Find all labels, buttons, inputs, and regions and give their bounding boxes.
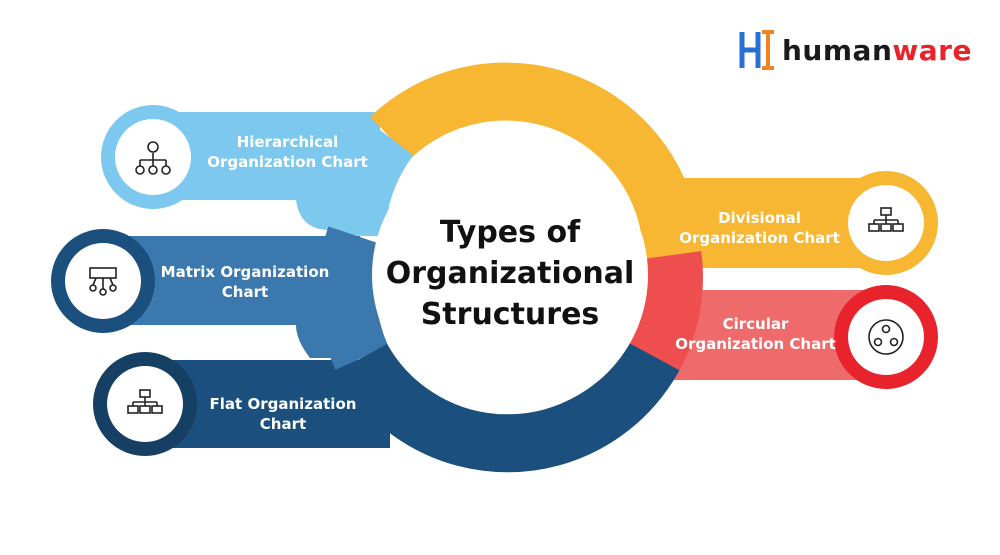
label-hierarchical-line1: Hierarchical bbox=[236, 133, 339, 151]
ring-left-lightblue bbox=[326, 120, 414, 238]
hierarchy-people-icon bbox=[135, 141, 171, 175]
label-flat-line2: Chart bbox=[259, 415, 307, 433]
humanware-logo-text: humanware bbox=[782, 34, 972, 68]
band-hierarchical bbox=[150, 112, 380, 230]
ring-bottom-darkblue bbox=[336, 341, 680, 473]
center-disc bbox=[372, 137, 648, 413]
flat-tree-icon bbox=[127, 389, 163, 414]
label-divisional-line2: Organization Chart bbox=[679, 229, 840, 247]
band-matrix bbox=[100, 236, 360, 358]
division-tree-icon bbox=[868, 207, 904, 232]
label-hierarchical-line2: Organization Chart bbox=[207, 153, 368, 171]
label-matrix-line2: Chart bbox=[221, 283, 269, 301]
logo-text-ware: ware bbox=[892, 34, 972, 67]
label-divisional: Divisional Organization Chart bbox=[672, 208, 847, 248]
band-flat bbox=[145, 360, 390, 448]
matrix-network-icon bbox=[89, 267, 117, 296]
diagram-title: Types of Organizational Structures bbox=[370, 212, 650, 335]
title-line-1: Types of bbox=[439, 215, 581, 250]
logo-text-human: human bbox=[782, 34, 893, 67]
label-circular: Circular Organization Chart bbox=[668, 314, 843, 354]
title-line-3: Structures bbox=[420, 297, 600, 332]
label-flat-line1: Flat Organization bbox=[209, 395, 357, 413]
node-circular bbox=[834, 285, 938, 389]
label-flat: Flat Organization Chart bbox=[198, 394, 368, 434]
circular-people-icon bbox=[868, 319, 904, 355]
label-circular-line1: Circular bbox=[722, 315, 789, 333]
ring-top-yellow bbox=[370, 62, 702, 257]
humanware-logo-icon bbox=[739, 30, 774, 70]
band-divisional bbox=[640, 178, 890, 268]
title-line-2: Organizational bbox=[385, 256, 635, 291]
ring-right-red bbox=[628, 251, 703, 371]
label-circular-line2: Organization Chart bbox=[675, 335, 836, 353]
label-hierarchical: Hierarchical Organization Chart bbox=[200, 132, 375, 172]
label-matrix-line1: Matrix Organization bbox=[160, 263, 330, 281]
label-matrix: Matrix Organization Chart bbox=[155, 262, 335, 302]
ring-left-midblue bbox=[318, 226, 389, 370]
label-divisional-line1: Divisional bbox=[718, 209, 801, 227]
